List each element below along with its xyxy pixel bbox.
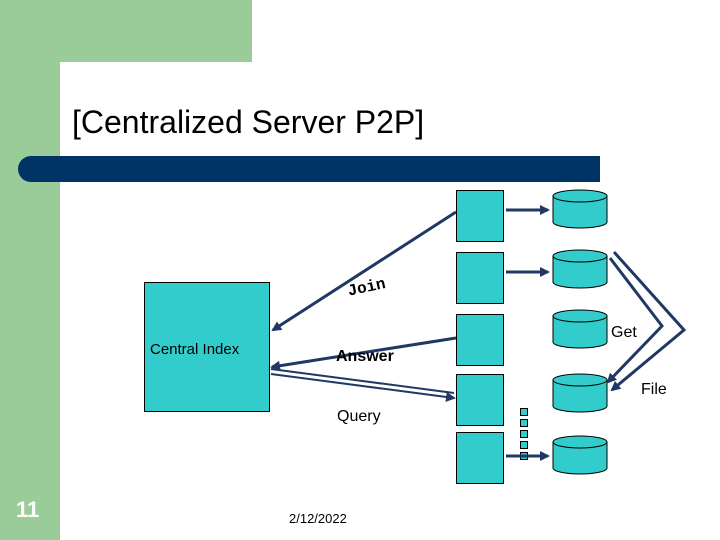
peer-node-1: [456, 190, 504, 242]
peer-node-5: [456, 432, 504, 484]
answer-arrow: [270, 336, 457, 371]
slide-date: 2/12/2022: [289, 511, 347, 526]
central-index-box: [144, 282, 270, 412]
database-cylinder-2: [552, 249, 608, 289]
database-cylinder-4: [552, 373, 608, 413]
answer-label: Answer: [336, 348, 394, 365]
query-label: Query: [337, 408, 381, 425]
ellipsis-dot: [520, 408, 528, 416]
peer-node-2: [456, 252, 504, 304]
central-index-label: Central Index: [150, 341, 240, 358]
ellipsis-dot: [520, 430, 528, 438]
join-arrow: [271, 210, 457, 332]
query-arrow-line-a: [270, 368, 455, 394]
get-arrow: [606, 257, 664, 384]
ellipsis-dot: [520, 441, 528, 449]
ellipsis-dot: [520, 419, 528, 427]
get-label: Get: [611, 324, 637, 341]
database-cylinder-3: [552, 309, 608, 349]
slide-number: 11: [16, 497, 40, 522]
query-arrow-line-b: [270, 373, 456, 402]
title-underline-bar: [18, 156, 600, 182]
file-arrow: [610, 250, 687, 392]
slide-title: [Centralized Server P2P]: [72, 104, 425, 140]
peer-node-4: [456, 374, 504, 426]
peer-node-3: [456, 314, 504, 366]
green-side-bar: [0, 0, 60, 540]
database-cylinder-1: [552, 189, 608, 229]
database-cylinder-5: [552, 435, 608, 475]
file-label: File: [641, 381, 667, 398]
